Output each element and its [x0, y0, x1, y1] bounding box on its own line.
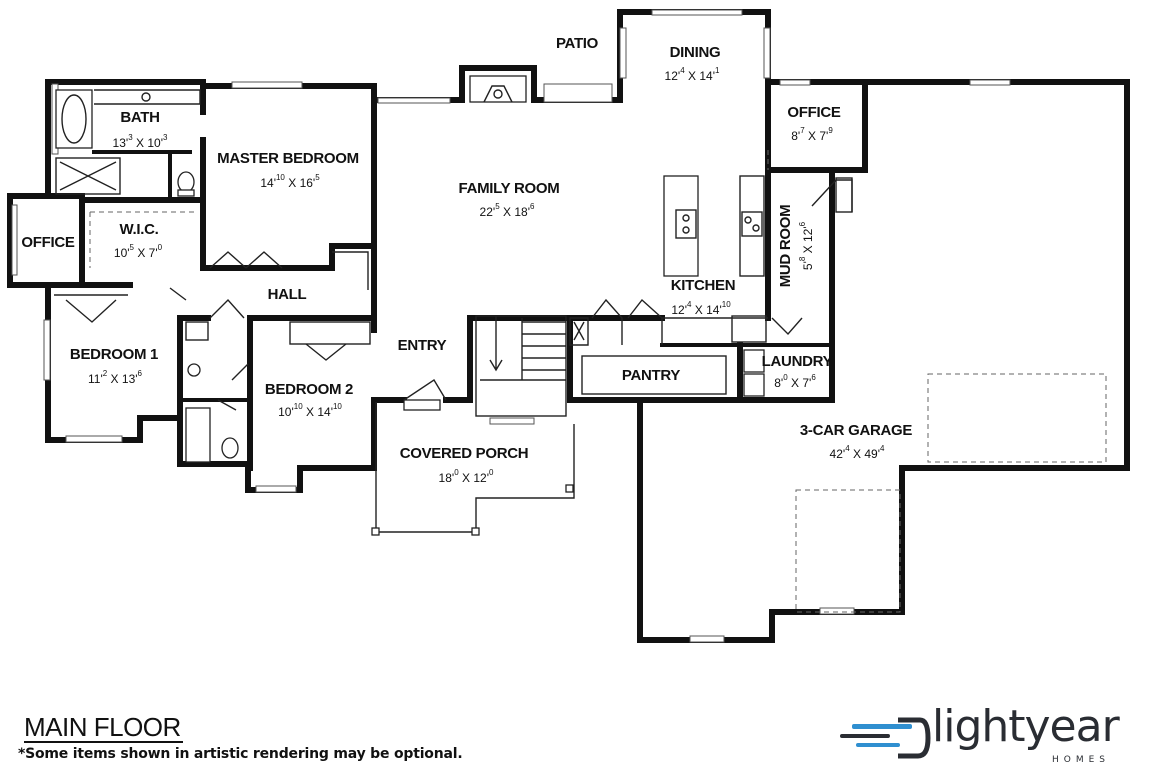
label-laundry: LAUNDRY	[762, 353, 833, 370]
dim-family-room: 22'5 X 18'6	[480, 202, 535, 219]
label-mud-room: MUD ROOM	[777, 205, 794, 288]
floor-plan: PATIO DINING 12'4 X 14'1 BATH 13'3 X 10'…	[7, 9, 1130, 643]
dim-office-right: 8'7 X 7'9	[791, 126, 833, 143]
dim-bedroom-1: 11'2 X 13'6	[88, 369, 143, 386]
brand-name: lightyear	[932, 701, 1120, 752]
label-bath: BATH	[120, 109, 159, 126]
label-bedroom-2: BEDROOM 2	[265, 381, 353, 398]
label-office-right: OFFICE	[787, 104, 840, 121]
dim-bath: 13'3 X 10'3	[113, 133, 168, 150]
room-labels: PATIO DINING 12'4 X 14'1 BATH 13'3 X 10'…	[21, 35, 912, 485]
label-pantry: PANTRY	[622, 367, 680, 384]
dim-covered-porch: 18'0 X 12'0	[439, 468, 494, 485]
label-covered-porch: COVERED PORCH	[400, 445, 529, 462]
dim-garage: 42'4 X 49'4	[830, 444, 885, 461]
label-master-bedroom: MASTER BEDROOM	[217, 150, 359, 167]
label-entry: ENTRY	[398, 337, 447, 354]
lightyear-logo-icon	[840, 717, 931, 759]
windows	[11, 9, 1011, 643]
label-wic: W.I.C.	[119, 221, 158, 238]
dim-bedroom-2: 10'10 X 14'10	[278, 402, 342, 419]
dim-dining: 12'4 X 14'1	[665, 66, 720, 83]
covered-porch-outline	[371, 402, 575, 536]
dim-wic: 10'5 X 7'0	[114, 243, 163, 260]
brand-subtitle: HOMES	[1052, 755, 1111, 765]
dim-laundry: 8'0 X 7'6	[774, 373, 816, 390]
label-office-left: OFFICE	[21, 234, 74, 251]
label-hall: HALL	[268, 286, 307, 303]
label-kitchen: KITCHEN	[671, 277, 736, 294]
label-family-room: FAMILY ROOM	[459, 180, 560, 197]
plan-title: MAIN FLOOR	[24, 712, 183, 743]
dim-mud-room: 5'8 X 12'6	[798, 221, 815, 270]
dim-master-bedroom: 14'10 X 16'5	[260, 173, 320, 190]
interior-walls	[45, 79, 868, 471]
label-bedroom-1: BEDROOM 1	[70, 346, 158, 363]
label-patio: PATIO	[556, 35, 599, 52]
disclaimer-note: *Some items shown in artistic rendering …	[18, 746, 463, 762]
fixtures	[54, 75, 1107, 613]
dim-kitchen: 12'4 X 14'10	[671, 300, 731, 317]
logo-speed-lines	[840, 717, 931, 759]
label-garage: 3-CAR GARAGE	[800, 422, 913, 439]
label-dining: DINING	[670, 44, 721, 61]
